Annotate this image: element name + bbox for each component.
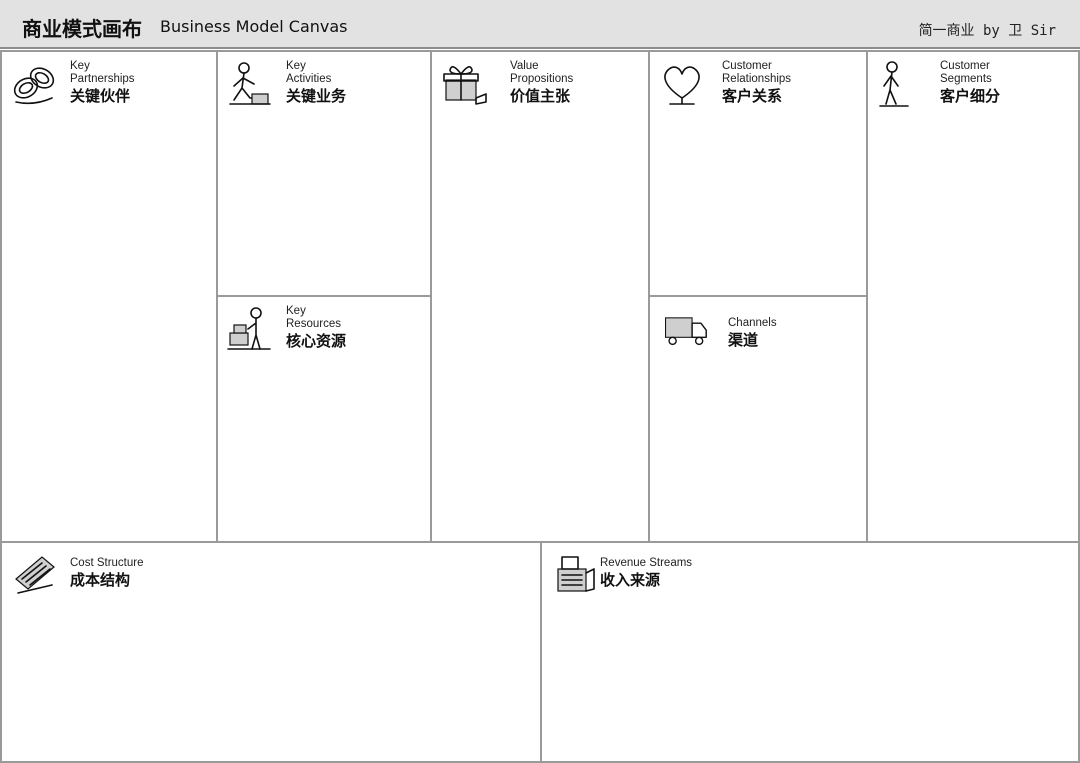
block-label-zh: 收入来源 xyxy=(600,571,661,589)
block-label-en: Channels xyxy=(728,317,777,329)
block-channels[interactable]: Channels 渠道 xyxy=(648,295,868,543)
heart-icon xyxy=(664,66,700,105)
block-label-zh: 渠道 xyxy=(728,331,759,349)
worker-icon xyxy=(229,62,271,105)
author-credit: 简一商业 by 卫 Sir xyxy=(918,23,1056,39)
price-tag-icon xyxy=(15,556,55,594)
chain-links-icon xyxy=(13,67,55,105)
page-title-english: Business Model Canvas xyxy=(160,17,348,36)
block-label-en: Customer Relationships xyxy=(722,60,792,85)
truck-icon xyxy=(665,317,707,346)
page-title: 商业模式画布 xyxy=(22,17,142,41)
block-key-activities[interactable]: Key Activities 关键业务 xyxy=(216,50,432,297)
block-label-en: Key Resources xyxy=(286,305,341,330)
header-bar: 商业模式画布 Business Model Canvas 简一商业 by 卫 S… xyxy=(0,0,1080,49)
block-cost-structure[interactable]: Cost Structure 成本结构 xyxy=(0,541,542,763)
person-with-boxes-icon xyxy=(227,307,271,350)
block-label-en: Key Activities xyxy=(286,60,332,85)
block-label-en: Cost Structure xyxy=(70,557,144,569)
block-key-resources[interactable]: Key Resources 核心资源 xyxy=(216,295,432,543)
block-customer-relationships[interactable]: Customer Relationships 客户关系 xyxy=(648,50,868,297)
block-label-zh: 成本结构 xyxy=(70,571,131,589)
gift-icon xyxy=(443,66,487,105)
block-label-en: Key Partnerships xyxy=(70,60,135,85)
block-value-propositions[interactable]: Value Propositions 价值主张 xyxy=(430,50,650,543)
block-key-partnerships[interactable]: Key Partnerships 关键伙伴 xyxy=(0,50,218,543)
cash-register-icon xyxy=(557,556,595,592)
block-label-zh: 关键伙伴 xyxy=(70,87,131,105)
block-revenue-streams[interactable]: Revenue Streams 收入来源 xyxy=(540,541,1080,763)
block-label-en: Revenue Streams xyxy=(600,557,693,569)
block-label-en: Value Propositions xyxy=(510,60,574,85)
block-label-zh: 价值主张 xyxy=(510,87,571,105)
block-label-zh: 关键业务 xyxy=(286,87,347,105)
person-icon xyxy=(879,61,909,107)
block-label-en: Customer Segments xyxy=(940,60,992,85)
block-label-zh: 核心资源 xyxy=(286,332,347,350)
block-label-zh: 客户细分 xyxy=(940,87,1001,105)
block-customer-segments[interactable]: Customer Segments 客户细分 xyxy=(866,50,1080,543)
block-label-zh: 客户关系 xyxy=(722,87,783,105)
